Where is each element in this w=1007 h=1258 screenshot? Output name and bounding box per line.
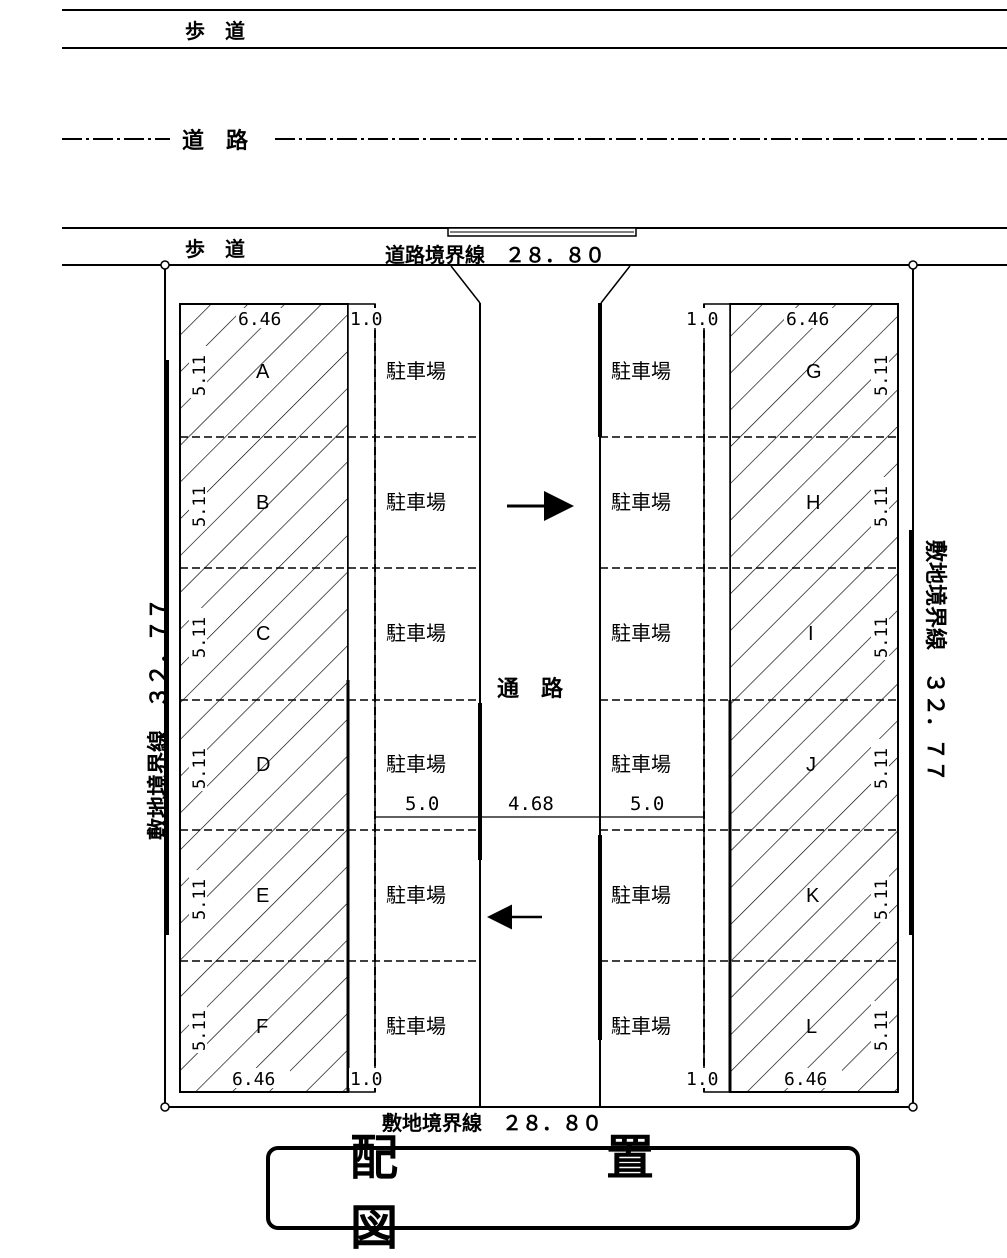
dim-depth-j: 5.11	[872, 748, 892, 789]
lot-label-g: G	[806, 361, 822, 383]
drawing-title-box: 配 置 図	[266, 1130, 860, 1256]
parking-label: 駐車場	[611, 621, 671, 645]
entrance-left-edge	[450, 265, 481, 304]
site-boundary-left-label: 敷地境界線 ３２．７７	[146, 598, 172, 840]
lot-label-i: I	[808, 623, 814, 645]
buffer-strip-left	[347, 303, 376, 1093]
lot-label-k: K	[806, 885, 820, 907]
site-boundary-right-label: 敷地境界線 ３２．７７	[922, 540, 948, 782]
dim-lot-width-top-right: 6.46	[786, 309, 829, 330]
dim-depth-a: 5.11	[190, 355, 210, 396]
dim-lot-width-bottom-left: 6.46	[232, 1069, 275, 1090]
road-boundary-bg	[380, 240, 700, 266]
parking-label: 駐車場	[386, 883, 446, 907]
dim-depth-b: 5.11	[190, 486, 210, 527]
dim-depth-l: 5.11	[872, 1010, 892, 1051]
bottom-boundary-bg	[378, 1108, 698, 1134]
site-boundary-bottom-label: 敷地境界線 ２８．８０	[382, 1111, 602, 1135]
lot-block-right	[729, 303, 899, 1093]
dim-depth-c: 5.11	[190, 617, 210, 658]
lot-label-f: F	[256, 1016, 268, 1038]
parking-label: 駐車場	[386, 359, 446, 383]
dim-lot-width-bottom-right: 6.46	[784, 1069, 827, 1090]
lot-label-j: J	[806, 754, 816, 776]
dim-depth-f: 5.11	[190, 1010, 210, 1051]
lot-label-b: B	[256, 492, 269, 514]
dim-depth-h: 5.11	[872, 486, 892, 527]
parking-label: 駐車場	[611, 490, 671, 514]
parking-labels-right: 駐車場 駐車場 駐車場 駐車場 駐車場 駐車場	[611, 359, 671, 1038]
parking-label: 駐車場	[611, 883, 671, 907]
entrance-right-edge	[600, 265, 631, 304]
buffer-strip-right	[703, 303, 731, 1093]
drawing-title: 配 置 図	[350, 1130, 863, 1256]
dim-parking-width-right: 5.0	[630, 793, 664, 815]
corner-marker-br	[908, 1102, 918, 1112]
dim-depth-d: 5.11	[190, 748, 210, 789]
parking-label: 駐車場	[386, 1014, 446, 1038]
lot-letters-right: G H I J K L	[806, 361, 822, 1038]
sidewalk-top-label: 歩 道	[185, 19, 245, 43]
parking-label: 駐車場	[611, 359, 671, 383]
dim-buffer-bottom-right: 1.0	[686, 1069, 719, 1090]
lot-label-d: D	[256, 754, 270, 776]
dim-lot-width-top-left: 6.46	[238, 309, 281, 330]
dim-depth-k: 5.11	[872, 879, 892, 920]
lot-label-e: E	[256, 885, 269, 907]
dim-depth-i: 5.11	[872, 617, 892, 658]
parking-label: 駐車場	[386, 490, 446, 514]
dim-buffer-top-right: 1.0	[686, 309, 719, 330]
dim-aisle-width: 4.68	[508, 793, 554, 815]
buffer-dimensions: 1.0 1.0 1.0 1.0	[349, 308, 724, 1090]
dim-parking-width-left: 5.0	[405, 793, 439, 815]
parking-label: 駐車場	[611, 752, 671, 776]
road-label: 道 路	[182, 128, 249, 154]
parking-label: 駐車場	[386, 621, 446, 645]
aisle-label: 通 路	[497, 676, 564, 702]
row-dividers	[180, 436, 898, 962]
lot-letters-left: A B C D E F	[256, 361, 270, 1038]
parking-label: 駐車場	[611, 1014, 671, 1038]
corner-marker-bl	[160, 1102, 170, 1112]
dim-depth-g: 5.11	[872, 355, 892, 396]
cross-dimension: 5.0 4.68 5.0	[375, 793, 704, 824]
lot-block-left	[179, 303, 349, 1093]
lot-label-h: H	[806, 492, 820, 514]
parking-label: 駐車場	[386, 752, 446, 776]
parking-labels-left: 駐車場 駐車場 駐車場 駐車場 駐車場 駐車場	[386, 359, 446, 1038]
lot-label-c: C	[256, 623, 270, 645]
lot-label-a: A	[256, 361, 270, 383]
lot-label-l: L	[806, 1016, 817, 1038]
road-boundary-label: 道路境界線 ２８．８０	[385, 243, 605, 267]
dim-depth-e: 5.11	[190, 879, 210, 920]
dim-buffer-bottom-left: 1.0	[350, 1069, 383, 1090]
corner-marker-tr	[908, 260, 918, 270]
lot-width-dimensions: 6.46 6.46 6.46 6.46	[230, 308, 844, 1090]
sidewalk-bottom-label: 歩 道	[185, 237, 245, 261]
corner-marker-tl	[160, 260, 170, 270]
lot-depth-dimensions: 5.11 5.11 5.11 5.11 5.11 5.11 5.11 5.11 …	[189, 346, 892, 1053]
dim-buffer-top-left: 1.0	[350, 309, 383, 330]
